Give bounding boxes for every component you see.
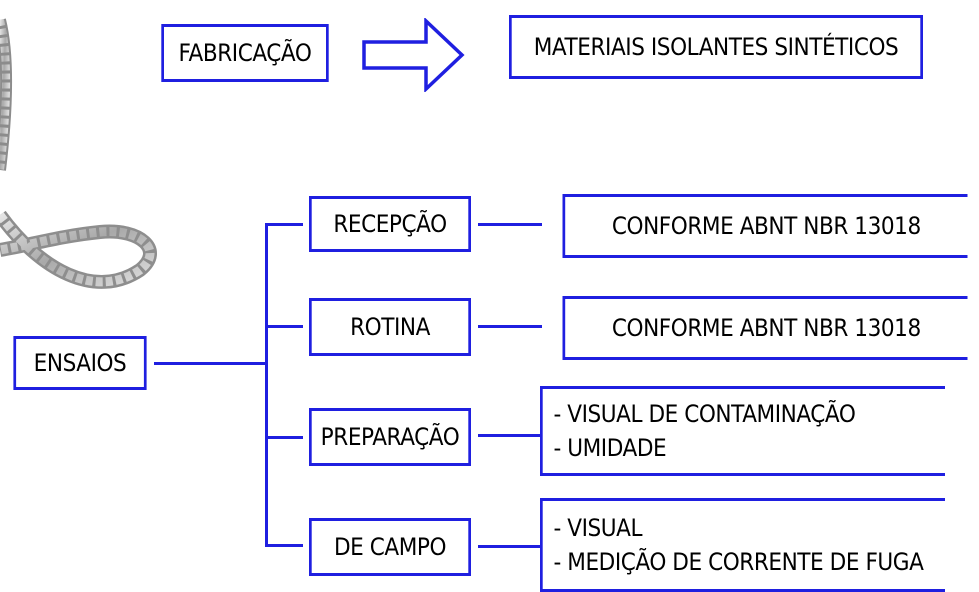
root-connector: [154, 362, 268, 365]
preparacao-box: PREPARAÇÃO: [309, 408, 471, 466]
preparacao-label: PREPARAÇÃO: [320, 423, 460, 451]
branch-connector-campo: [265, 544, 303, 547]
recepcao-detail-line: CONFORME ABNT NBR 13018: [611, 212, 921, 240]
de-campo-box: DE CAMPO: [309, 518, 471, 576]
materiais-label: MATERIAIS ISOLANTES SINTÉTICOS: [533, 33, 899, 61]
campo-detail-line-1: - VISUAL: [553, 514, 643, 542]
campo-detail-box: - VISUAL - MEDIÇÃO DE CORRENTE DE FUGA: [540, 498, 945, 592]
preparacao-detail-box: - VISUAL DE CONTAMINAÇÃO - UMIDADE: [540, 386, 945, 476]
recepcao-detail-box: CONFORME ABNT NBR 13018: [562, 194, 968, 258]
preparacao-detail-line-2: - UMIDADE: [553, 434, 667, 462]
ensaios-label: ENSAIOS: [33, 349, 127, 377]
rotina-box: ROTINA: [309, 298, 471, 356]
rotina-label: ROTINA: [350, 313, 430, 341]
fabricacao-box: FABRICAÇÃO: [161, 24, 329, 82]
rotina-detail-line: CONFORME ABNT NBR 13018: [611, 314, 921, 342]
branch-connector-preparacao: [265, 436, 303, 439]
fabricacao-label: FABRICAÇÃO: [178, 39, 312, 67]
rotina-detail-box: CONFORME ABNT NBR 13018: [562, 296, 968, 360]
ensaios-box: ENSAIOS: [13, 336, 147, 390]
de-campo-label: DE CAMPO: [333, 533, 447, 561]
rope-image: [0, 18, 157, 289]
trunk-line: [265, 223, 268, 547]
materiais-box: MATERIAIS ISOLANTES SINTÉTICOS: [509, 15, 923, 79]
recepcao-label: RECEPÇÃO: [333, 210, 447, 238]
right-block-arrow-icon: [362, 18, 465, 92]
detail-connector-recepcao: [478, 223, 542, 226]
detail-connector-preparacao: [478, 434, 542, 437]
branch-connector-recepcao: [265, 223, 303, 226]
recepcao-box: RECEPÇÃO: [309, 196, 471, 252]
branch-connector-rotina: [265, 325, 303, 328]
detail-connector-rotina: [478, 325, 542, 328]
campo-detail-line-2: - MEDIÇÃO DE CORRENTE DE FUGA: [553, 548, 924, 576]
preparacao-detail-line-1: - VISUAL DE CONTAMINAÇÃO: [553, 400, 856, 428]
detail-connector-campo: [478, 545, 542, 548]
